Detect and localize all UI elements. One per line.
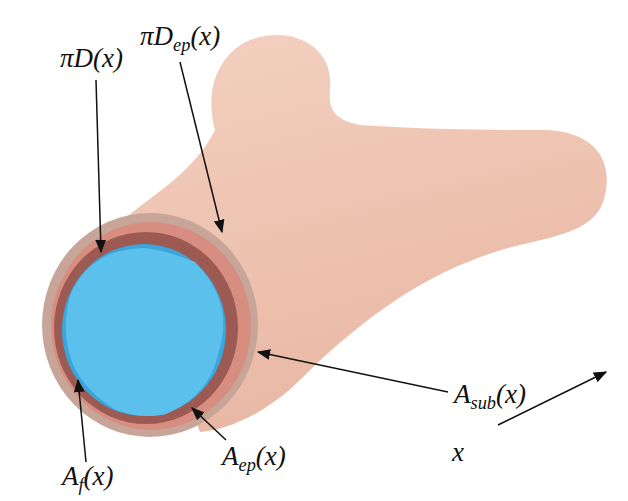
leader-line bbox=[96, 80, 101, 252]
epithelium-outer-ring bbox=[51, 222, 251, 430]
quantity-label: Aep(x) bbox=[222, 442, 286, 472]
leader-line bbox=[192, 408, 226, 440]
quantity-label: x bbox=[452, 438, 464, 468]
quantity-label: Asub(x) bbox=[454, 380, 526, 410]
fluid-rim bbox=[62, 244, 226, 416]
leader-line bbox=[78, 380, 86, 462]
substrate-ring bbox=[42, 213, 258, 437]
quantity-label: Af(x) bbox=[62, 462, 114, 492]
leader-line bbox=[258, 352, 448, 392]
leader-line bbox=[180, 62, 222, 232]
quantity-label: πD(x) bbox=[60, 44, 123, 74]
fluid-area bbox=[66, 248, 224, 416]
quantity-label: πDep(x) bbox=[140, 22, 220, 52]
epithelium-ring bbox=[54, 232, 238, 424]
